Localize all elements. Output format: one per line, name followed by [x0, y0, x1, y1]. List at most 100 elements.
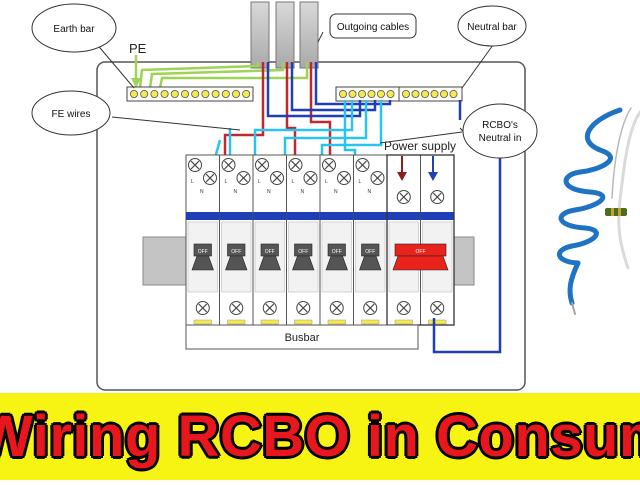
neutral-terminal	[348, 90, 357, 99]
din-rail-left	[142, 236, 188, 286]
earth-terminal	[180, 90, 189, 99]
rating-strip	[186, 212, 220, 220]
power-supply-label: Power supply	[384, 139, 456, 153]
live-out-mark: L	[292, 179, 295, 185]
earth-terminal	[150, 90, 159, 99]
neutral-out-mark: N	[301, 189, 305, 195]
neutral-terminal	[439, 90, 448, 99]
title-banner: Wiring RCBO in Consumer unit	[0, 393, 640, 480]
rating-strip	[286, 212, 320, 220]
live-out-mark: L	[191, 179, 194, 185]
rcbo-neutral-label-1: RCBO's	[482, 120, 518, 131]
neutral-terminal	[411, 90, 420, 99]
rcbo-toggle-handle[interactable]: OFF	[392, 243, 449, 271]
neutral-terminal	[430, 90, 439, 99]
earth-bar	[126, 86, 254, 102]
off-mark: OFF	[365, 249, 375, 255]
bottom-terminal	[361, 301, 380, 325]
rcbo-module[interactable]	[386, 154, 421, 326]
neutral-terminal	[338, 90, 347, 99]
off-mark: OFF	[231, 249, 241, 255]
callouts	[94, 31, 494, 151]
mcb-module[interactable]: LN	[353, 154, 388, 326]
neutral-terminal	[449, 90, 458, 99]
bottom-terminal	[294, 301, 313, 325]
rcbo-neutral-return-wire	[432, 125, 502, 354]
earth-terminal	[221, 90, 230, 99]
outgoing-cable-sheaths	[250, 1, 319, 69]
bottom-terminal	[260, 301, 279, 325]
mcb-toggle-handle[interactable]: OFF	[258, 243, 281, 271]
mcb-module[interactable]: LN	[185, 154, 220, 326]
rcbo-neutral-label-2: Neutral in	[479, 133, 522, 144]
live-wires	[223, 62, 332, 158]
outgoing-cables-label: Outgoing cables	[337, 22, 409, 33]
mcb-toggle-handle[interactable]: OFF	[225, 243, 248, 271]
mcb-module[interactable]: LN	[286, 154, 321, 326]
rcbo-outline	[386, 154, 455, 326]
off-mark: OFF	[198, 249, 208, 255]
live-out-mark: L	[325, 179, 328, 185]
bottom-terminal	[327, 301, 346, 325]
off-mark: OFF	[265, 249, 275, 255]
neutral-out-mark: N	[200, 189, 204, 195]
power-supply-arrows	[397, 156, 438, 181]
mcb-module[interactable]: LN	[252, 154, 287, 326]
earth-terminal	[191, 90, 200, 99]
outgoing-cables-callout	[329, 13, 417, 39]
fe-wires	[213, 100, 383, 159]
rating-strip	[353, 212, 387, 220]
rating-strip	[219, 212, 253, 220]
live-out-mark: L	[258, 179, 261, 185]
earth-terminal	[201, 90, 210, 99]
off-mark: OFF	[416, 249, 426, 255]
banner-title: Wiring RCBO in Consumer unit	[0, 404, 640, 469]
off-mark: OFF	[298, 249, 308, 255]
bottom-terminal	[428, 301, 447, 325]
off-mark: OFF	[332, 249, 342, 255]
earth-terminal	[129, 90, 138, 99]
mcb-toggle-handle[interactable]: OFF	[191, 243, 214, 271]
live-out-mark: L	[225, 179, 228, 185]
bottom-terminal	[227, 301, 246, 325]
mcb-toggle-handle[interactable]: OFF	[359, 243, 382, 271]
pe-arrow	[131, 78, 141, 88]
pe-label: PE	[129, 41, 147, 56]
earth-terminal	[242, 90, 251, 99]
neutral-terminal	[401, 90, 410, 99]
earth-terminal	[231, 90, 240, 99]
rating-strip	[253, 212, 287, 220]
neutral-terminal	[367, 90, 376, 99]
neutral-terminal	[386, 90, 395, 99]
mcb-module[interactable]: LN	[219, 154, 254, 326]
neutral-out-mark: N	[334, 189, 338, 195]
live-out-mark: L	[359, 179, 362, 185]
neutral-bar	[335, 86, 463, 102]
earth-terminal	[160, 90, 169, 99]
mcb-toggle-handle[interactable]: OFF	[292, 243, 315, 271]
neutral-out-mark: N	[234, 189, 238, 195]
coiled-wire-photo	[543, 62, 640, 392]
earth-terminal	[211, 90, 220, 99]
neutral-terminal	[420, 90, 429, 99]
rating-strip	[320, 212, 354, 220]
neutral-out-mark: N	[267, 189, 271, 195]
earth-terminal	[140, 90, 149, 99]
fe-wires-label: FE wires	[52, 109, 91, 120]
mcb-module[interactable]: LN	[319, 154, 354, 326]
earth-terminal	[170, 90, 179, 99]
neutral-out-mark: N	[368, 189, 372, 195]
neutral-bar-callout	[457, 5, 527, 47]
bottom-terminal	[193, 301, 212, 325]
bottom-terminal	[394, 301, 413, 325]
neutral-terminal	[357, 90, 366, 99]
rcbo-neutral-callout	[462, 103, 538, 159]
busbar	[185, 324, 419, 350]
rcbo-module[interactable]	[420, 154, 455, 326]
neutral-terminal	[376, 90, 385, 99]
neutral-bar-label: Neutral bar	[467, 22, 517, 33]
mcb-toggle-handle[interactable]: OFF	[325, 243, 348, 271]
